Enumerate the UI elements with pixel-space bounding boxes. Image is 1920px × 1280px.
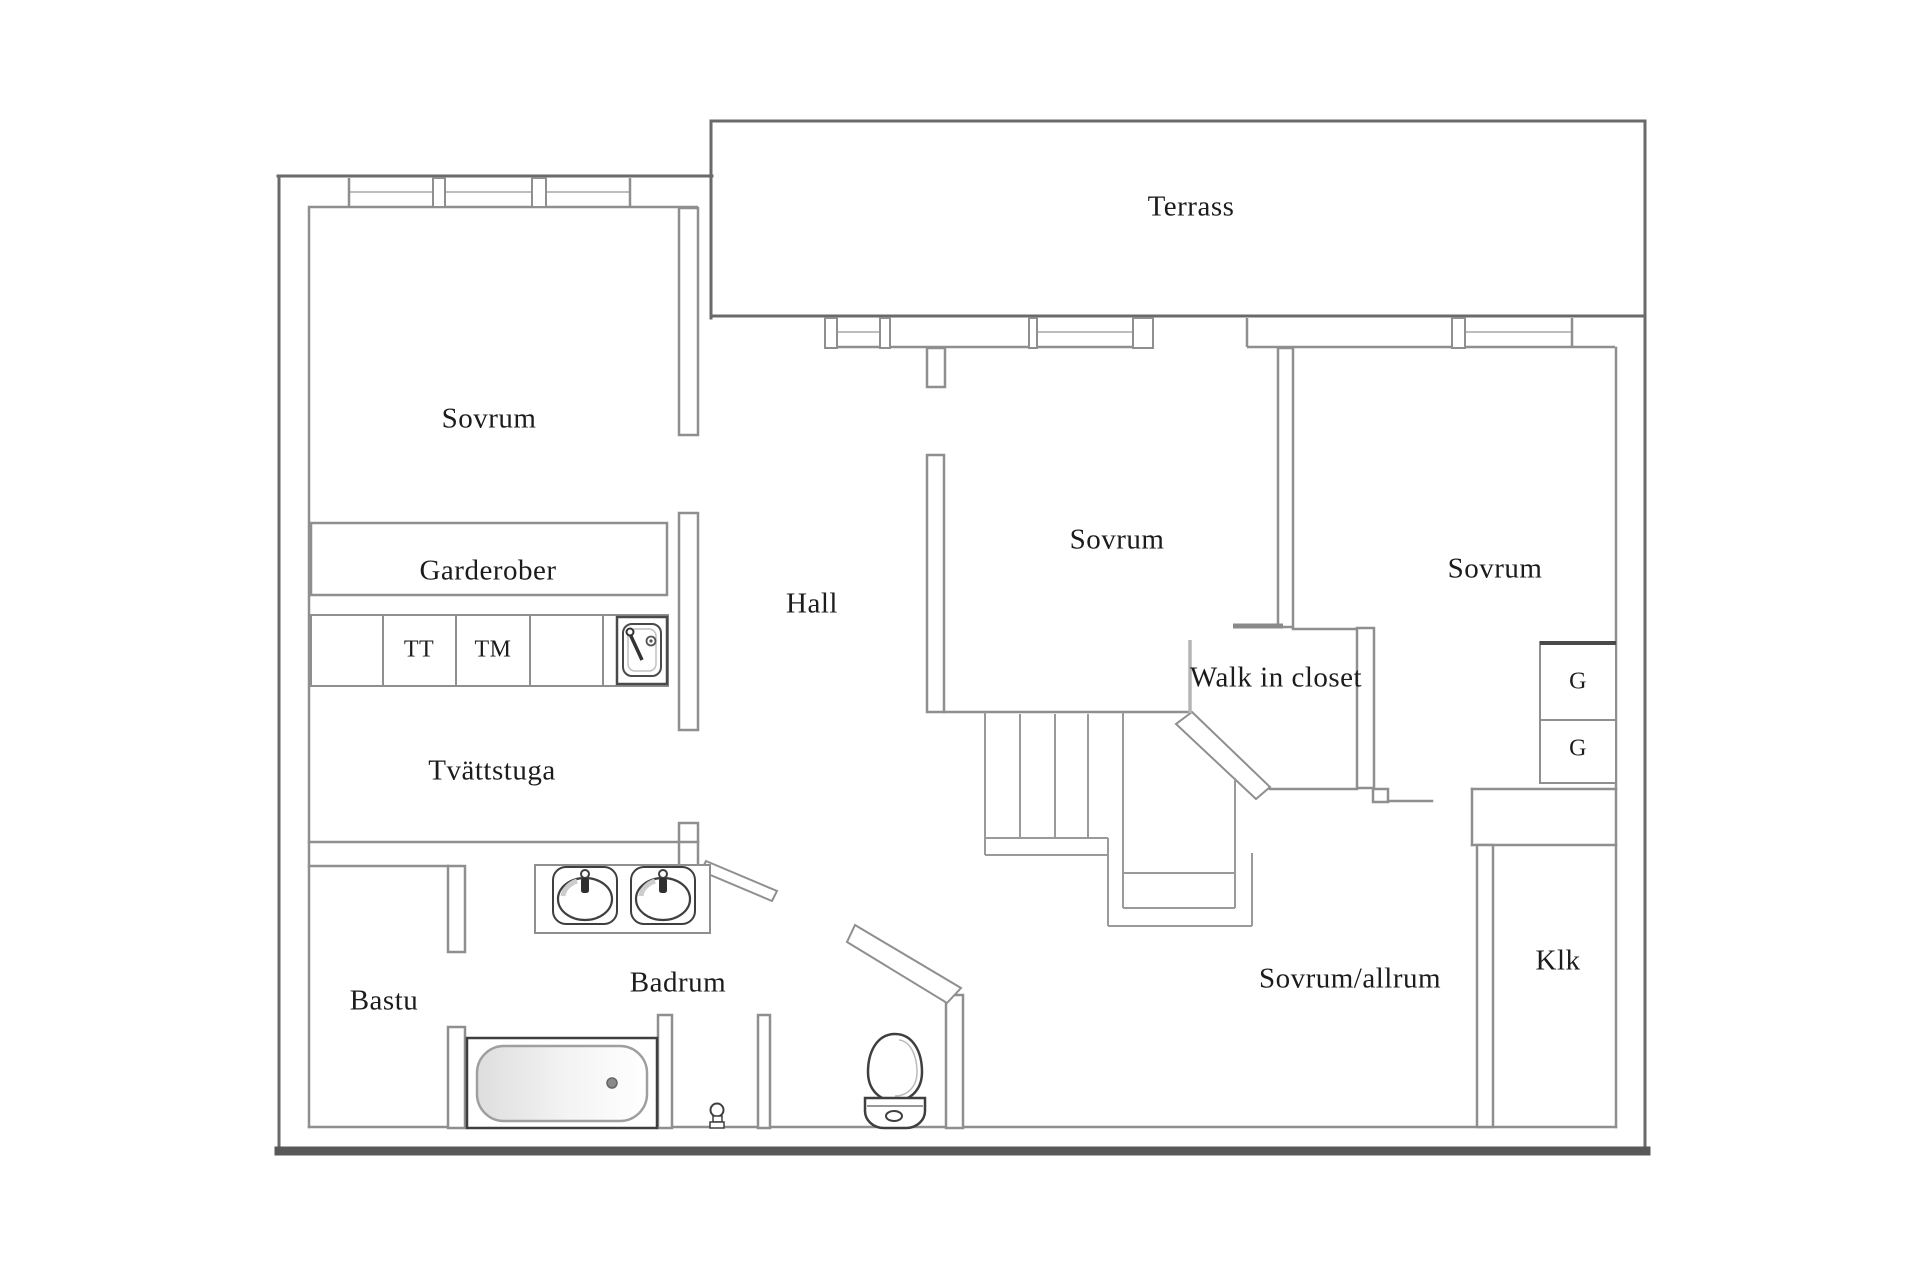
bathtub-icon <box>465 1036 659 1130</box>
toilet-icon <box>863 1032 927 1130</box>
wall-foot-jog <box>1371 787 1390 804</box>
closet-label-g-upper: G <box>1569 668 1587 695</box>
basin-icon <box>630 866 696 925</box>
wall-bastu-right-upper <box>446 864 467 954</box>
room-label-terrass: Terrass <box>1147 190 1235 223</box>
room-label-walk-in-closet: Walk in closet <box>1189 661 1363 694</box>
window-post <box>879 317 891 349</box>
wall-sovrum-tl-right <box>677 206 700 437</box>
laundry-units <box>310 614 669 687</box>
wall-shower-right <box>756 1013 772 1130</box>
closet-label-g-lower: G <box>1569 735 1587 762</box>
room-label-badrum: Badrum <box>629 966 727 999</box>
window-post <box>531 177 547 208</box>
g-closet-boxes <box>1539 641 1617 784</box>
window-band-top <box>309 177 698 209</box>
window-post <box>1451 317 1466 349</box>
wall-sovrum-center-left <box>925 453 946 714</box>
basin-icon <box>552 866 618 925</box>
room-label-tvattstuga: Tvättstuga <box>428 754 556 787</box>
wall-sovrum-center-right <box>1276 346 1295 629</box>
room-label-sovrum-allrum: Sovrum/allrum <box>1258 962 1442 995</box>
room-label-hall: Hall <box>786 587 838 620</box>
wall-klk-left <box>1475 843 1495 1129</box>
badrum-door-diagonal <box>699 859 779 903</box>
wall-hall-left <box>677 511 700 732</box>
room-label-bastu: Bastu <box>349 984 419 1017</box>
window-post <box>1028 317 1038 349</box>
window-band-terrace <box>824 317 1615 389</box>
wc-door-diagonal <box>845 923 963 1005</box>
wall-stub <box>925 346 947 389</box>
wall-corridor-right <box>944 993 965 1130</box>
window-post <box>824 317 838 349</box>
room-label-sovrum-center: Sovrum <box>1069 523 1165 556</box>
diagonal-walls <box>699 710 1272 1005</box>
room-label-sovrum-right: Sovrum <box>1447 552 1543 585</box>
unit-label-tm: TM <box>474 636 512 663</box>
room-label-garderober: Garderober <box>419 554 557 587</box>
staircase-icon <box>984 712 1253 927</box>
closet-chamfer-wall <box>1174 710 1272 801</box>
wall-bastu-right-lower <box>446 1025 467 1130</box>
room-label-sovrum-tl: Sovrum <box>441 402 537 435</box>
wall-closet-right <box>1355 626 1376 790</box>
unit-label-tt: TT <box>403 636 435 663</box>
sink-icon <box>615 615 669 686</box>
window-post <box>432 177 446 208</box>
wall-shower-left <box>656 1013 674 1130</box>
room-label-klk: Klk <box>1535 944 1581 977</box>
wall-hall-left-stub <box>677 821 700 868</box>
garderober-box <box>309 521 669 597</box>
window-post <box>1132 317 1154 349</box>
shower-mixer-icon <box>709 1102 725 1129</box>
exterior-walls <box>274 119 1651 1156</box>
interior-walls <box>307 205 1618 1130</box>
